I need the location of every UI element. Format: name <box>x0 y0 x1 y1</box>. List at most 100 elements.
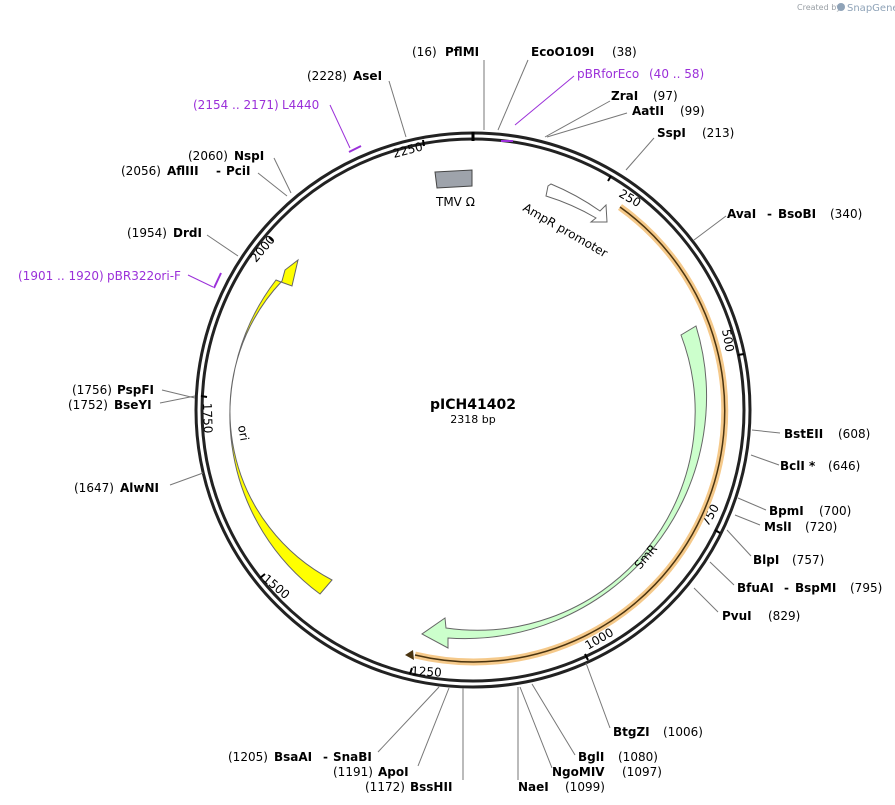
site-btgzi[interactable]: BtgZI (1006) <box>613 725 703 739</box>
site-bcli[interactable]: BclI * (646) <box>780 459 860 473</box>
svg-text:(1647): (1647) <box>74 481 114 495</box>
smr-orf-band[interactable] <box>414 204 729 666</box>
svg-text:BssHII: BssHII <box>410 780 452 794</box>
site-ecoo109i[interactable]: EcoO109I (38) <box>531 45 637 59</box>
svg-text:(1954): (1954) <box>127 226 167 240</box>
svg-text:BstEII: BstEII <box>784 427 823 441</box>
svg-text:DrdI: DrdI <box>173 226 202 240</box>
site-apoi[interactable]: (1191) ApoI <box>333 765 409 779</box>
site-afliii-pcii[interactable]: (2056) AflIII - PciI <box>121 164 251 178</box>
site-nspi[interactable]: (2060) NspI <box>188 149 264 163</box>
tmv-omega-box[interactable] <box>434 169 473 189</box>
snapgene-logo-icon <box>837 3 845 11</box>
site-pspfi[interactable]: (1756) PspFI <box>72 383 154 397</box>
svg-text:(1080): (1080) <box>618 750 658 764</box>
site-zrai[interactable]: ZraI (97) <box>611 89 678 103</box>
svg-text:BsaAI: BsaAI <box>274 750 312 764</box>
tick-marks <box>200 139 745 675</box>
site-aatii[interactable]: AatII (99) <box>632 104 705 118</box>
watermark-prefix: Created by <box>797 3 841 12</box>
watermark-brand: SnapGene <box>847 3 895 14</box>
site-sspi[interactable]: SspI (213) <box>657 126 734 140</box>
svg-text:(99): (99) <box>680 104 705 118</box>
svg-text:L4440: L4440 <box>282 98 319 112</box>
site-bseyi[interactable]: (1752) BseYI <box>68 398 152 412</box>
site-alwni[interactable]: (1647) AlwNI <box>74 481 159 495</box>
site-drdi[interactable]: (1954) DrdI <box>127 226 202 240</box>
svg-text:MslI: MslI <box>764 520 792 534</box>
svg-text:(2154 .. 2171): (2154 .. 2171) <box>193 98 279 112</box>
svg-text:(1205): (1205) <box>228 750 268 764</box>
svg-text:PflMI: PflMI <box>445 45 479 59</box>
ori-feature-arrow[interactable] <box>229 258 333 595</box>
svg-text:BsoBI: BsoBI <box>778 207 816 221</box>
svg-text:(1901 .. 1920): (1901 .. 1920) <box>18 269 104 283</box>
smr-label: SmR <box>632 542 661 572</box>
svg-text:ZraI: ZraI <box>611 89 638 103</box>
svg-text:(97): (97) <box>653 89 678 103</box>
primer-pbrforeco[interactable]: pBRforEco (40 .. 58) <box>577 67 704 81</box>
leader-lines <box>159 59 781 780</box>
svg-text:(1097): (1097) <box>622 765 662 779</box>
site-bfuai-bspmi[interactable]: BfuAI - BspMI (795) <box>737 581 882 595</box>
svg-text:EcoO109I: EcoO109I <box>531 45 594 59</box>
svg-text:(1099): (1099) <box>565 780 605 794</box>
tick-1250: 1250 <box>411 664 442 680</box>
svg-text:SnaBI: SnaBI <box>333 750 372 764</box>
svg-text:NgoMIV: NgoMIV <box>552 765 605 779</box>
svg-text:(2060): (2060) <box>188 149 228 163</box>
svg-text:pBRforEco: pBRforEco <box>577 67 639 81</box>
site-naei[interactable]: NaeI (1099) <box>518 780 605 794</box>
svg-text:(608): (608) <box>838 427 870 441</box>
svg-text:(38): (38) <box>612 45 637 59</box>
svg-text:(213): (213) <box>702 126 734 140</box>
site-blpi[interactable]: BlpI (757) <box>753 553 824 567</box>
site-avai-bsobi[interactable]: AvaI - BsoBI (340) <box>727 207 862 221</box>
svg-text:(340): (340) <box>830 207 862 221</box>
svg-text:SspI: SspI <box>657 126 686 140</box>
svg-text:BpmI: BpmI <box>769 504 804 518</box>
svg-text:BtgZI: BtgZI <box>613 725 650 739</box>
site-pflmi[interactable]: (16) PflMI <box>412 45 479 59</box>
svg-text:ApoI: ApoI <box>378 765 409 779</box>
site-bsshii[interactable]: (1172) BssHII <box>365 780 452 794</box>
svg-text:(16): (16) <box>412 45 437 59</box>
svg-text:PciI: PciI <box>226 164 251 178</box>
plasmid-name: pICH41402 <box>430 397 516 413</box>
site-pvui[interactable]: PvuI (829) <box>722 609 800 623</box>
primer-pbr322ori-mark[interactable] <box>213 272 222 289</box>
svg-text:BspMI: BspMI <box>795 581 836 595</box>
tick-500: 500 <box>719 328 737 353</box>
svg-text:-: - <box>767 207 772 221</box>
svg-text:PspFI: PspFI <box>117 383 154 397</box>
site-bsaai-snabi[interactable]: (1205) BsaAI - SnaBI <box>228 750 372 764</box>
site-asei[interactable]: (2228) AseI <box>307 69 382 83</box>
primer-l4440[interactable]: (2154 .. 2171) L4440 <box>193 98 319 112</box>
site-bpmi[interactable]: BpmI (700) <box>769 504 851 518</box>
svg-text:BseYI: BseYI <box>114 398 152 412</box>
tick-2000: 2000 <box>248 233 278 265</box>
svg-text:(757): (757) <box>792 553 824 567</box>
site-ngomiv[interactable]: NgoMIV (1097) <box>552 765 662 779</box>
ampr-promoter-arrow[interactable] <box>545 183 608 223</box>
site-bgli[interactable]: BglI (1080) <box>578 750 658 764</box>
smr-feature-arrow[interactable] <box>421 325 707 649</box>
svg-text:(646): (646) <box>828 459 860 473</box>
primer-l4440-mark[interactable] <box>348 145 362 153</box>
svg-text:AseI: AseI <box>353 69 382 83</box>
svg-text:AlwNI: AlwNI <box>120 481 159 495</box>
svg-text:AatII: AatII <box>632 104 664 118</box>
primer-pbr322ori-f[interactable]: (1901 .. 1920) pBR322ori-F <box>18 269 181 283</box>
plasmid-length: 2318 bp <box>450 413 495 426</box>
svg-text:AvaI: AvaI <box>727 207 756 221</box>
svg-text:BfuAI: BfuAI <box>737 581 774 595</box>
svg-text:(720): (720) <box>805 520 837 534</box>
ori-label: ori <box>235 424 251 442</box>
svg-text:(1191): (1191) <box>333 765 373 779</box>
svg-text:NaeI: NaeI <box>518 780 549 794</box>
site-msli[interactable]: MslI (720) <box>764 520 837 534</box>
site-bsteii[interactable]: BstEII (608) <box>784 427 870 441</box>
svg-text:BglI: BglI <box>578 750 604 764</box>
svg-text:PvuI: PvuI <box>722 609 752 623</box>
